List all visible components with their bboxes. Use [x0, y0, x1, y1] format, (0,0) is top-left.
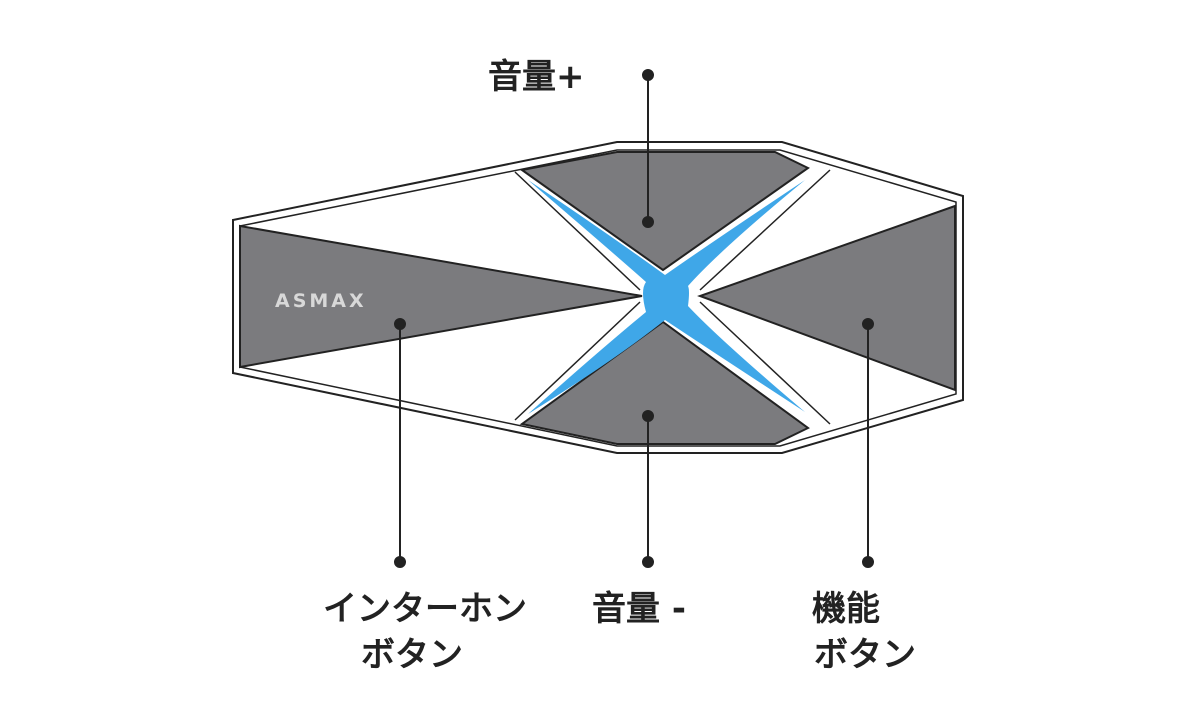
intercom-label-line2: ボタン — [361, 635, 463, 675]
callout-dot — [642, 216, 654, 228]
callout-dot — [862, 318, 874, 330]
callout-dot — [862, 556, 874, 568]
callout-dot — [642, 69, 654, 81]
callout-lines — [394, 69, 874, 568]
callout-dot — [394, 318, 406, 330]
x-edge-line — [514, 301, 641, 421]
intercom-label-line1: インターホン — [323, 589, 527, 629]
callout-dot — [394, 556, 406, 568]
intercom-button-area — [239, 224, 643, 369]
volume-up-button-area — [519, 151, 810, 272]
blue-x-light — [528, 180, 805, 414]
x-edge-line — [699, 169, 831, 291]
asmax-logo: ASMAX — [275, 290, 367, 312]
function-label-line2: ボタン — [814, 635, 916, 675]
callout-dot — [642, 410, 654, 422]
function-button-area — [697, 204, 956, 392]
function-button-label: 機能 ボタン — [790, 586, 930, 678]
volume-down-label: 音量 - — [592, 589, 686, 629]
intercom-button-label: インターホン ボタン — [300, 586, 550, 678]
callout-dot — [642, 556, 654, 568]
x-edge-line — [699, 301, 831, 425]
function-label-line1: 機能 — [812, 589, 880, 629]
x-edge-line — [514, 171, 641, 291]
volume-up-label: 音量+ — [488, 57, 585, 97]
